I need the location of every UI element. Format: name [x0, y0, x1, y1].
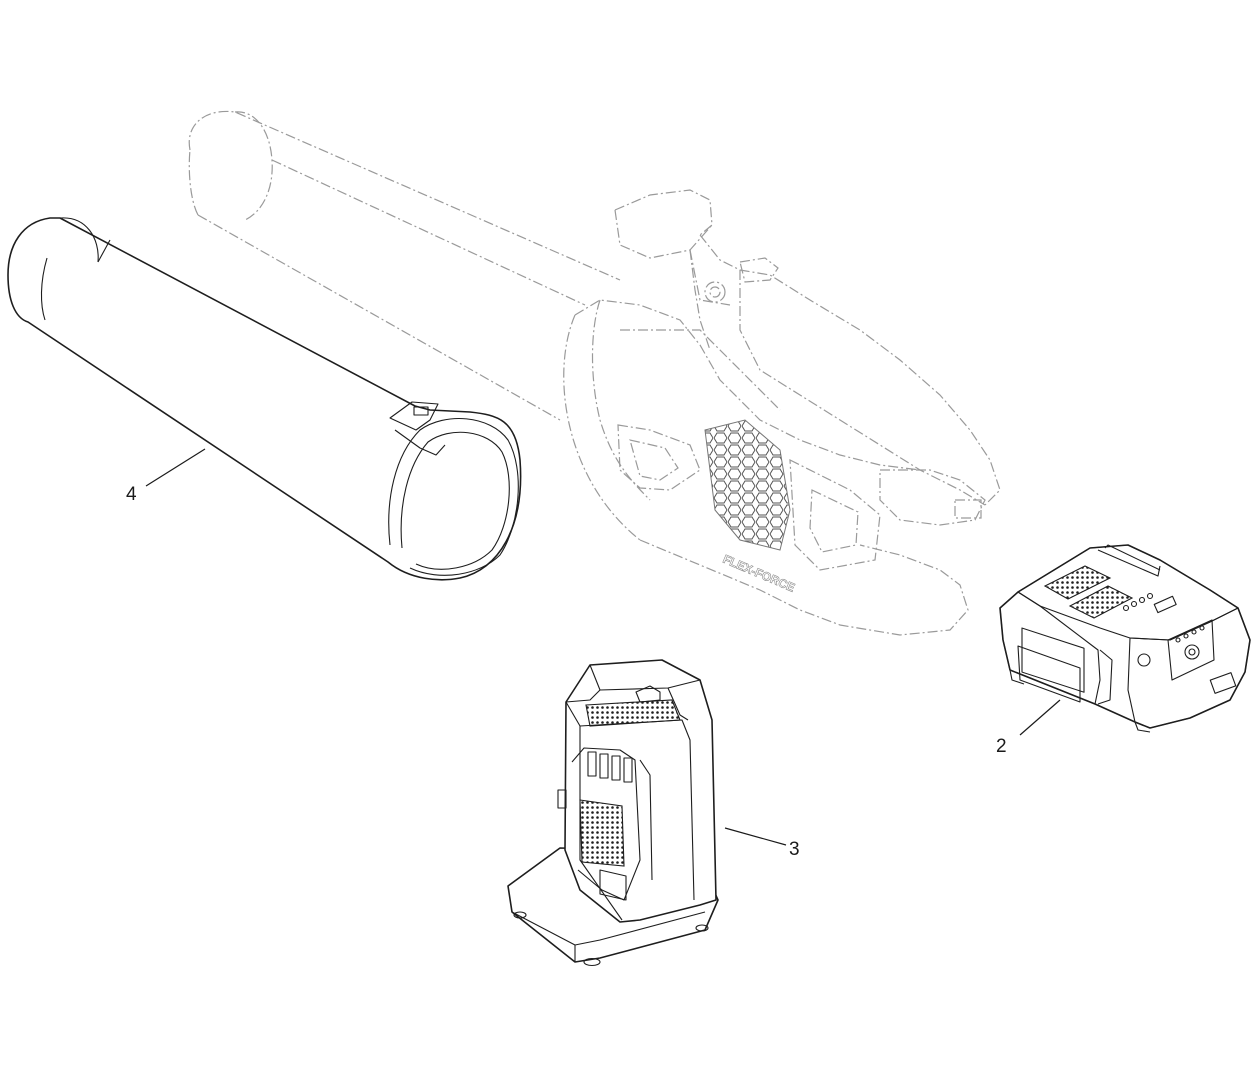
callout-2[interactable]: 2 — [996, 736, 1007, 757]
callout-3[interactable]: 3 — [789, 839, 800, 860]
battery-pack[interactable] — [999, 544, 1251, 733]
callout-leader-2 — [1019, 699, 1061, 736]
battery-charger[interactable] — [507, 659, 719, 967]
blower-tube[interactable] — [7, 217, 522, 581]
ghost-brand-text: FLEX-FORCE — [721, 552, 797, 595]
callout-leader-3 — [724, 827, 787, 846]
callout-4[interactable]: 4 — [126, 484, 137, 505]
callout-leader-4 — [145, 448, 206, 487]
